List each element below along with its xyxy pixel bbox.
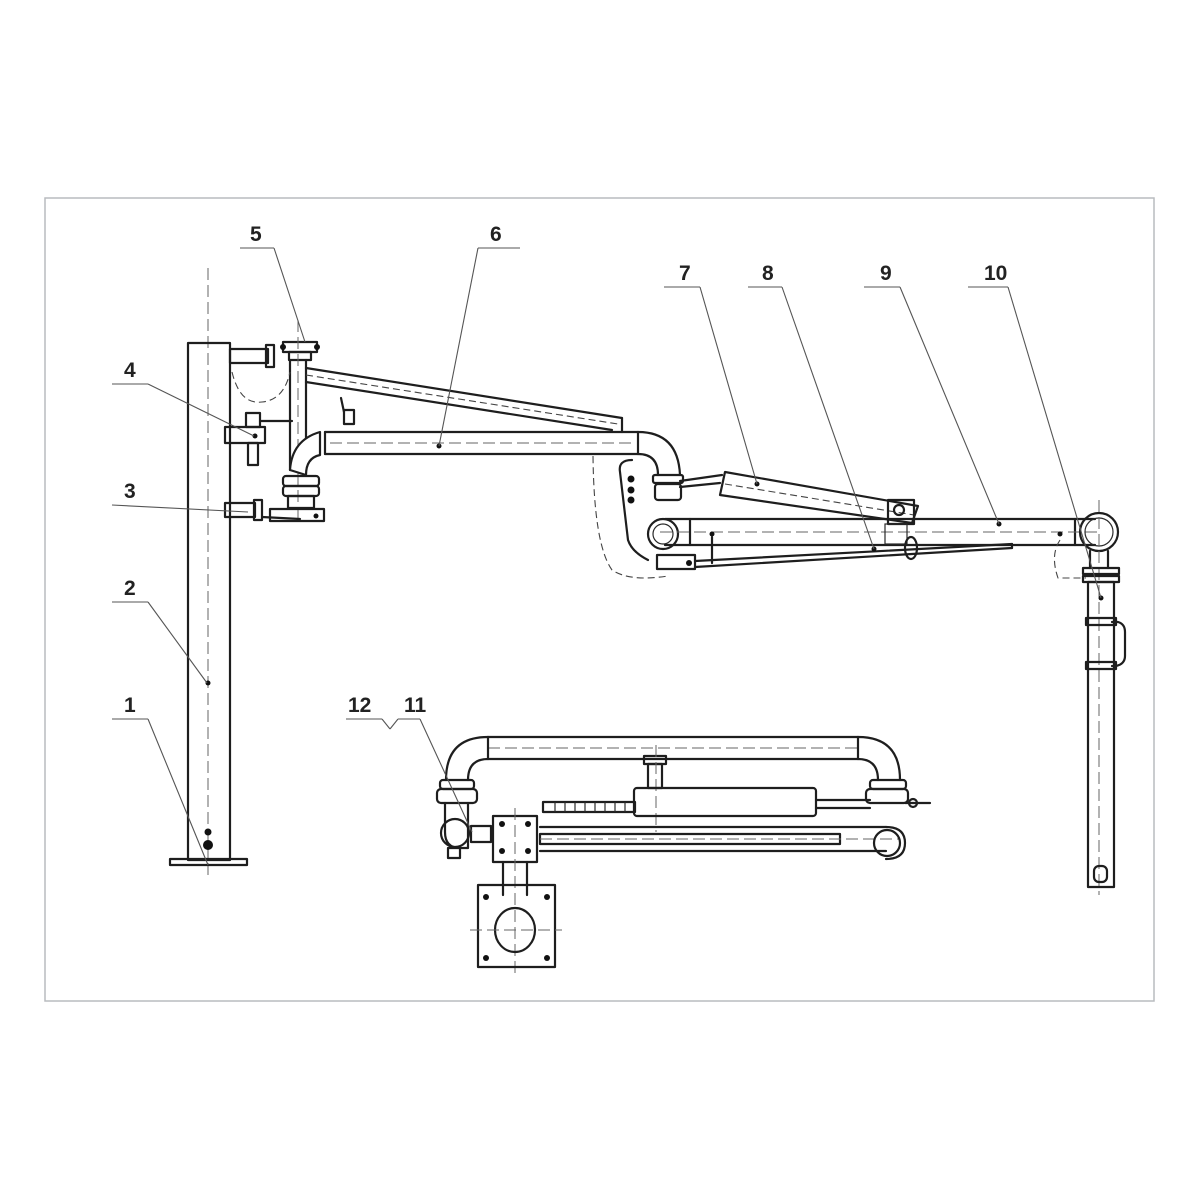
outer-arm	[660, 517, 1100, 547]
inner-arm	[304, 366, 682, 579]
drawing-frame	[44, 197, 1155, 1002]
column-post	[168, 268, 249, 875]
callout-7: 7	[664, 262, 758, 485]
callout-label-8: 8	[762, 262, 774, 285]
callout-label-11: 11	[404, 694, 427, 717]
callout-8: 8	[748, 262, 875, 550]
callout-label-4: 4	[124, 359, 136, 382]
callout-3: 3	[111, 480, 249, 513]
latch-bracket	[223, 411, 294, 467]
callout-4: 4	[112, 359, 255, 437]
callout-1: 1	[112, 694, 209, 866]
plan-view	[435, 735, 932, 975]
callout-label-10: 10	[984, 262, 1007, 285]
lower-bracket	[223, 430, 326, 523]
callout-label-2: 2	[124, 577, 136, 600]
callout-label-9: 9	[880, 262, 892, 285]
callout-label-3: 3	[124, 480, 136, 503]
upper-bracket	[228, 320, 320, 520]
callout-label-6: 6	[490, 223, 502, 246]
drop-pipe	[1053, 500, 1127, 895]
callout-10: 10	[968, 262, 1102, 599]
callout-11: 11	[398, 694, 473, 833]
callout-12: 12	[346, 694, 399, 730]
callout-6: 6	[438, 223, 520, 447]
callout-5: 5	[240, 223, 306, 343]
callout-2: 2	[112, 577, 208, 684]
callout-label-12: 12	[348, 694, 371, 717]
callout-label-5: 5	[250, 223, 262, 246]
balance-cylinder	[678, 470, 920, 526]
knee-joint	[618, 458, 697, 571]
callout-label-7: 7	[679, 262, 691, 285]
tie-rod	[693, 535, 1014, 569]
callout-label-1: 1	[124, 694, 136, 717]
callout-9: 9	[864, 262, 1000, 525]
